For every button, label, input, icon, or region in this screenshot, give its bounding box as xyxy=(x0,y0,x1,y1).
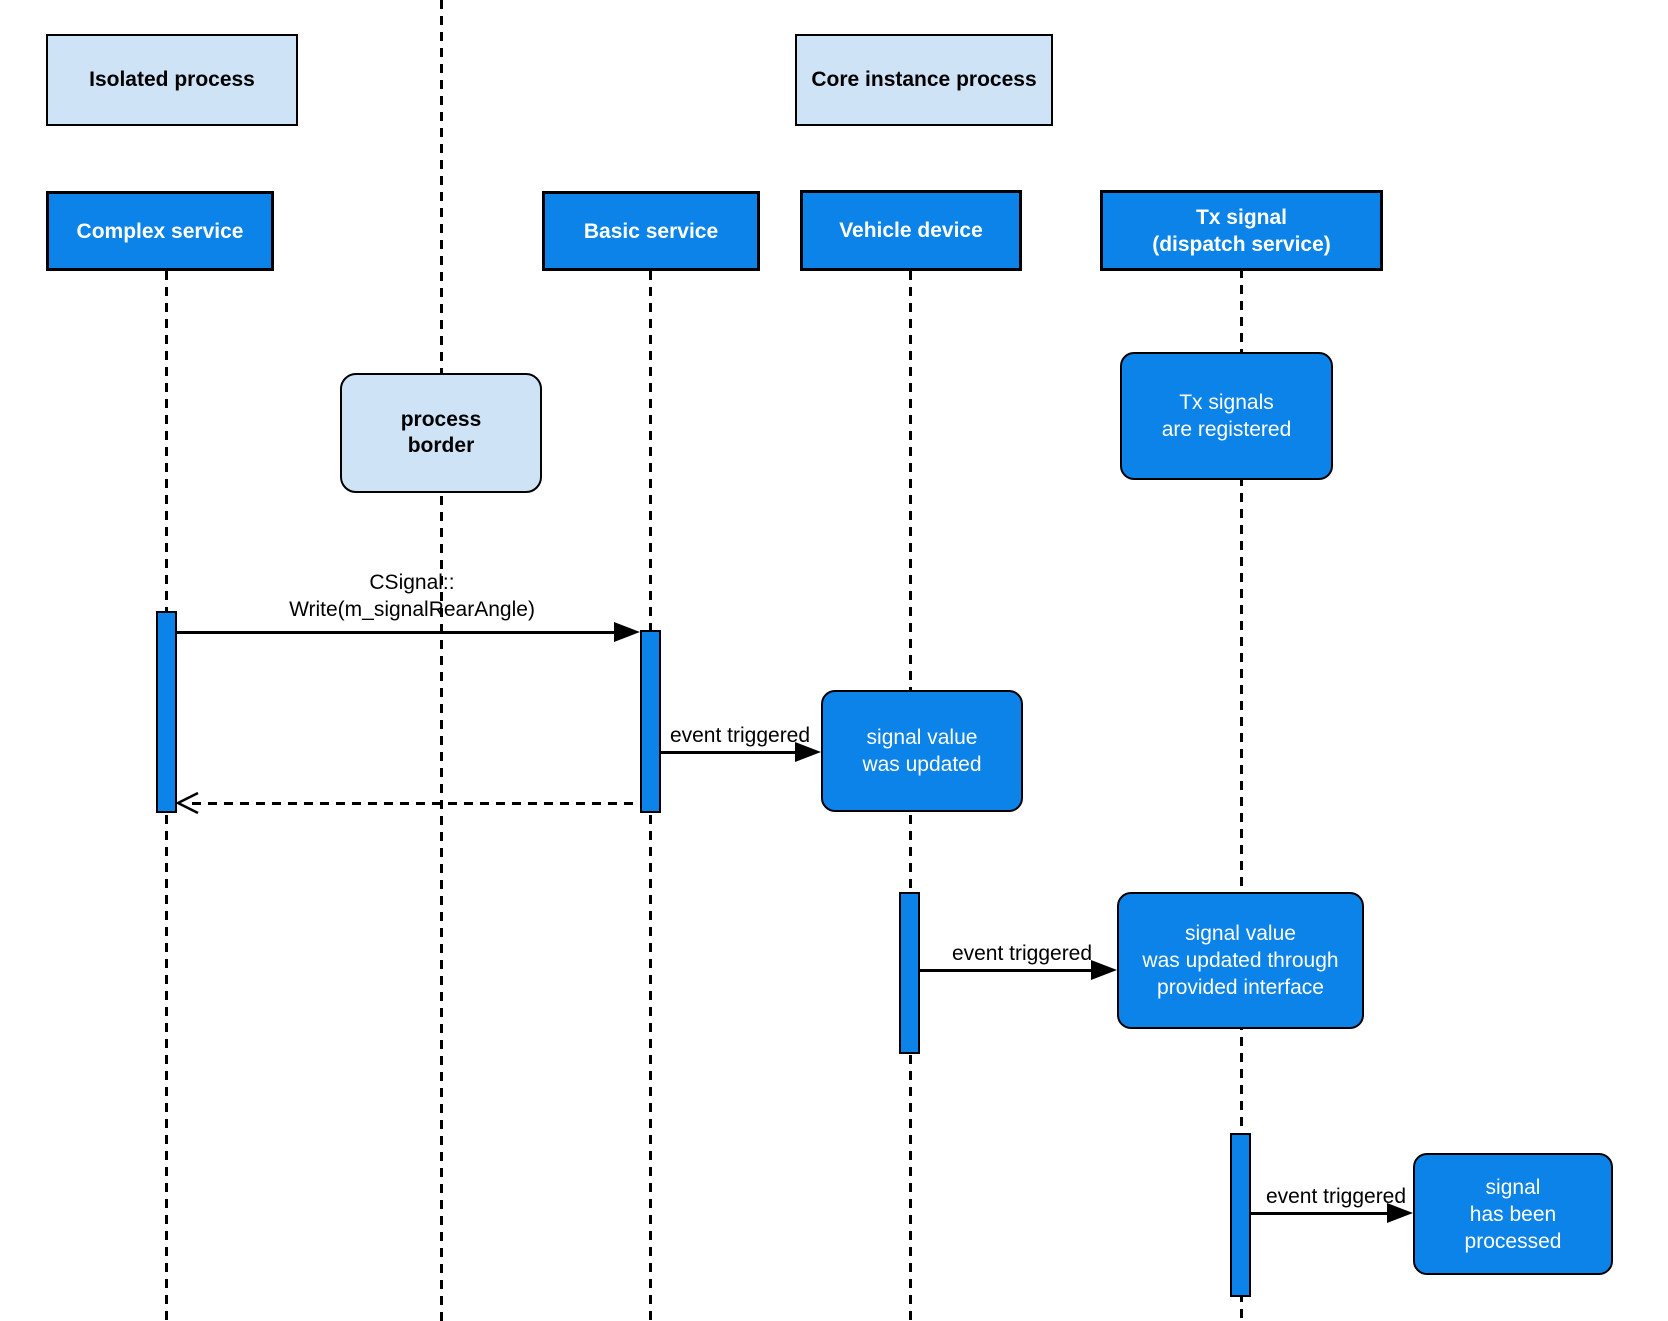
lifeline-header-vehicle-device: Vehicle device xyxy=(800,190,1022,271)
message-line-csignal-write xyxy=(177,631,617,634)
message-label-event-triggered-3: event triggered xyxy=(1265,1185,1407,1208)
lifeline-header-basic-service: Basic service xyxy=(542,191,760,271)
message-line-event-triggered-2 xyxy=(920,969,1092,972)
arrowhead-open-icon xyxy=(175,791,199,815)
note-signal-value-updated-through-interface: signal value was updated through provide… xyxy=(1117,892,1364,1029)
note-signal-has-been-processed: signal has been processed xyxy=(1413,1153,1613,1275)
message-label-csignal-write: CSignal:: Write(m_signalRearAngle) xyxy=(289,571,535,621)
arrowhead-filled-icon xyxy=(614,622,640,642)
activation-bar-vehicle-device xyxy=(899,892,920,1054)
activation-bar-complex-service xyxy=(156,611,177,813)
process-border-line xyxy=(440,0,443,1321)
message-label-event-triggered-2: event triggered xyxy=(951,942,1093,965)
activation-bar-basic-service xyxy=(640,630,661,813)
activation-bar-tx-signal xyxy=(1230,1133,1251,1297)
arrowhead-filled-icon xyxy=(795,742,821,762)
process-border-label-box: process border xyxy=(340,373,542,493)
message-line-event-triggered-1 xyxy=(661,751,797,754)
lifeline-header-tx-signal: Tx signal (dispatch service) xyxy=(1100,190,1383,271)
lifeline-header-complex-service: Complex service xyxy=(46,191,274,271)
message-label-event-triggered-1: event triggered xyxy=(669,724,811,747)
note-tx-signals-registered: Tx signals are registered xyxy=(1120,352,1333,480)
message-line-event-triggered-3 xyxy=(1251,1212,1389,1215)
lifeline-tx-signal xyxy=(1240,269,1243,1321)
note-signal-value-updated: signal value was updated xyxy=(821,690,1023,812)
arrowhead-filled-icon xyxy=(1091,960,1117,980)
process-group-isolated: Isolated process xyxy=(46,34,298,126)
process-group-core-instance: Core instance process xyxy=(795,34,1053,126)
arrowhead-filled-icon xyxy=(1387,1203,1413,1223)
message-line-return xyxy=(192,802,640,805)
